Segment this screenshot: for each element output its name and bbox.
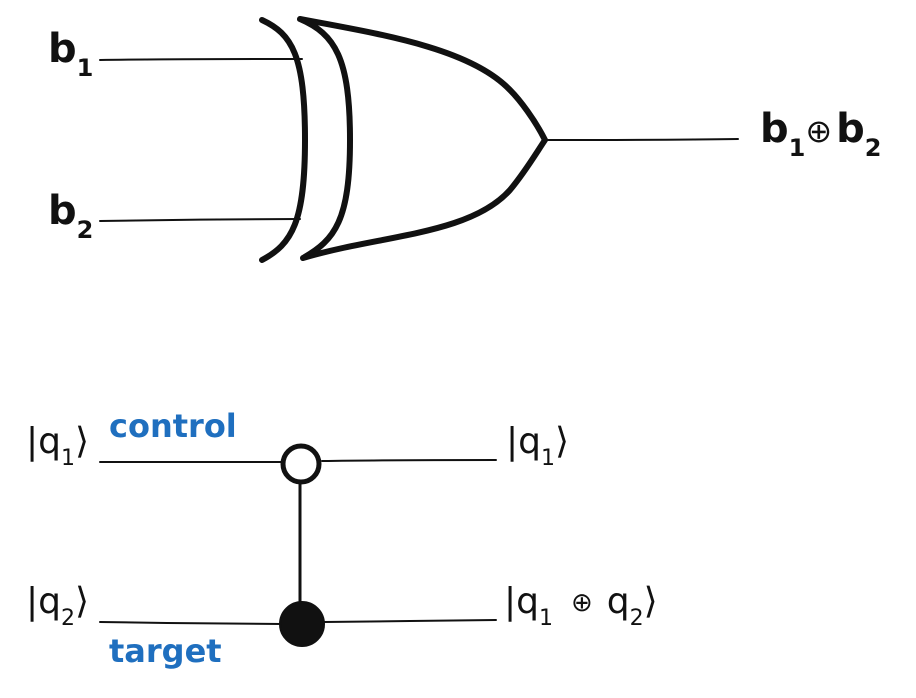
cnot-gate <box>99 443 497 647</box>
xor-gate <box>99 16 739 263</box>
xor-input-b-label: b2 <box>48 188 93 244</box>
cnot-input-top-label: |q1⟩ <box>26 421 89 471</box>
cnot-wire-bottom-right <box>323 619 497 623</box>
xor-input-wire-b <box>99 218 301 222</box>
xor-output-label: b1⊕b2 <box>760 106 882 162</box>
cnot-input-bottom-label: |q2⟩ <box>26 581 89 631</box>
cnot-target-node <box>279 601 325 647</box>
cnot-wire-bottom-left <box>99 621 283 625</box>
cnot-control-node <box>280 443 322 485</box>
xor-input-wire-a <box>99 58 303 61</box>
xor-output-wire <box>544 138 739 141</box>
control-label: control <box>109 407 237 445</box>
xor-input-a-label: b1 <box>48 26 93 82</box>
cnot-output-top-label: |q1⟩ <box>506 421 569 471</box>
cnot-output-bottom-label: |q1⊕q2⟩ <box>504 581 658 631</box>
cnot-wire-top-right <box>321 459 497 462</box>
xor-extra-curve <box>259 17 308 263</box>
xor-gate-body <box>297 16 548 261</box>
target-label: target <box>109 632 222 670</box>
